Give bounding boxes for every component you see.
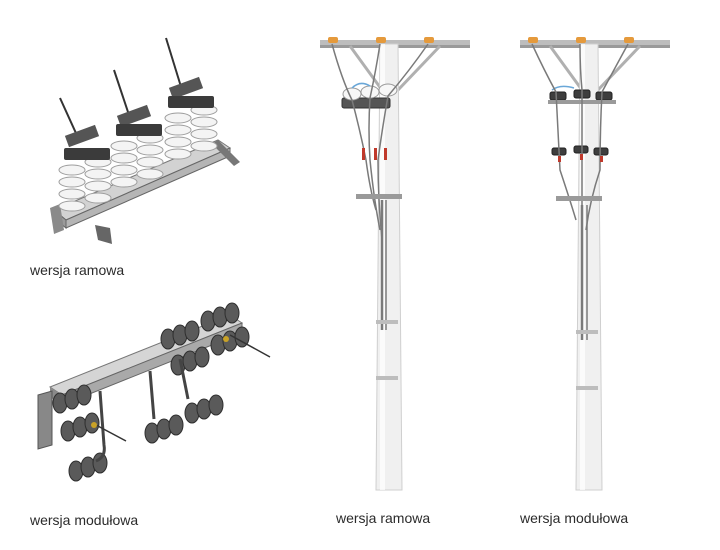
insulator-phase-3 xyxy=(164,37,218,160)
caption-modular-switch: wersja modułowa xyxy=(30,512,139,528)
modular-pole-illustration xyxy=(490,30,690,495)
caption-frame-pole: wersja ramowa xyxy=(336,510,431,526)
insulator-phase-1 xyxy=(58,97,112,212)
modular-switch-illustration xyxy=(30,295,280,500)
caption-frame-switch: wersja ramowa xyxy=(30,262,125,278)
frame-pole-illustration xyxy=(290,30,490,495)
insulator-phase-2 xyxy=(110,69,164,188)
frame-switch-illustration xyxy=(40,30,270,255)
caption-modular-pole: wersja modułowa xyxy=(520,510,629,526)
